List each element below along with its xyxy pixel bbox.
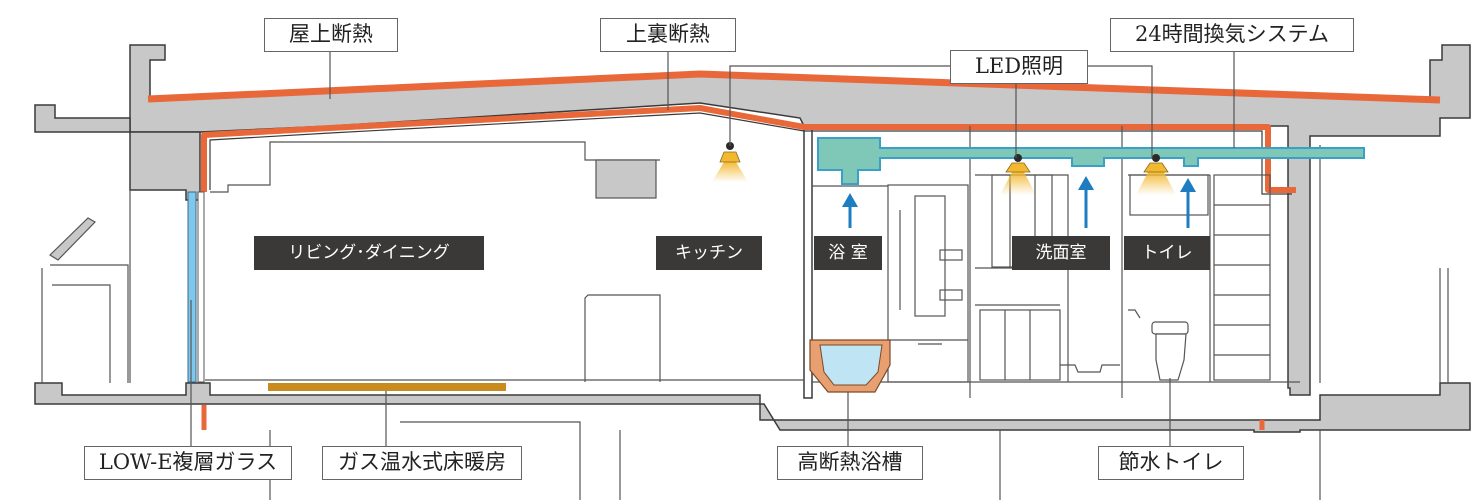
ventilation-duct — [817, 137, 1365, 185]
label-lowe-glass: LOW-E複層ガラス — [84, 446, 292, 480]
arrow-toilet — [1180, 178, 1196, 228]
left-ledge — [34, 104, 131, 133]
room-bathroom: 浴 室 — [814, 236, 882, 270]
led-lights — [712, 142, 1176, 195]
room-living-dining: リビング･ダイニング — [254, 236, 484, 270]
leader-lines — [190, 52, 1235, 446]
floor-heating-panel — [268, 383, 506, 391]
insulation-layer — [147, 70, 1441, 430]
attic-insulation-strip — [201, 105, 1296, 193]
floor-slab — [34, 382, 1471, 433]
room-toilet: トイレ — [1124, 236, 1210, 270]
label-water-saving-toilet: 節水トイレ — [1098, 446, 1244, 480]
led-kitchen — [712, 142, 748, 182]
room-kitchen: キッチン — [656, 236, 762, 270]
concrete-structure — [34, 44, 1471, 433]
right-wall — [1287, 149, 1311, 396]
lowe-glass-window — [187, 191, 205, 383]
arrow-bathroom — [842, 193, 858, 228]
arrow-washroom — [1078, 176, 1094, 228]
label-roof-insulation: 屋上断熱 — [264, 18, 398, 52]
toilet-fixture — [1151, 321, 1189, 381]
led-washroom — [1000, 154, 1036, 195]
exhaust-arrows — [842, 176, 1196, 228]
label-attic-insulation: 上裏断熱 — [600, 18, 736, 52]
label-insulated-bathtub: 高断熱浴槽 — [777, 446, 923, 480]
left-column — [129, 131, 201, 201]
label-led-lighting: LED照明 — [950, 50, 1088, 84]
roof-insulation-strip — [147, 70, 1441, 104]
led-toilet — [1136, 154, 1176, 195]
interior-outlines — [41, 126, 1449, 500]
label-ventilation: 24時間換気システム — [1110, 18, 1354, 52]
room-washroom: 洗面室 — [1012, 236, 1110, 270]
label-floor-heating: ガス温水式床暖房 — [322, 446, 522, 480]
bathtub — [809, 339, 891, 393]
